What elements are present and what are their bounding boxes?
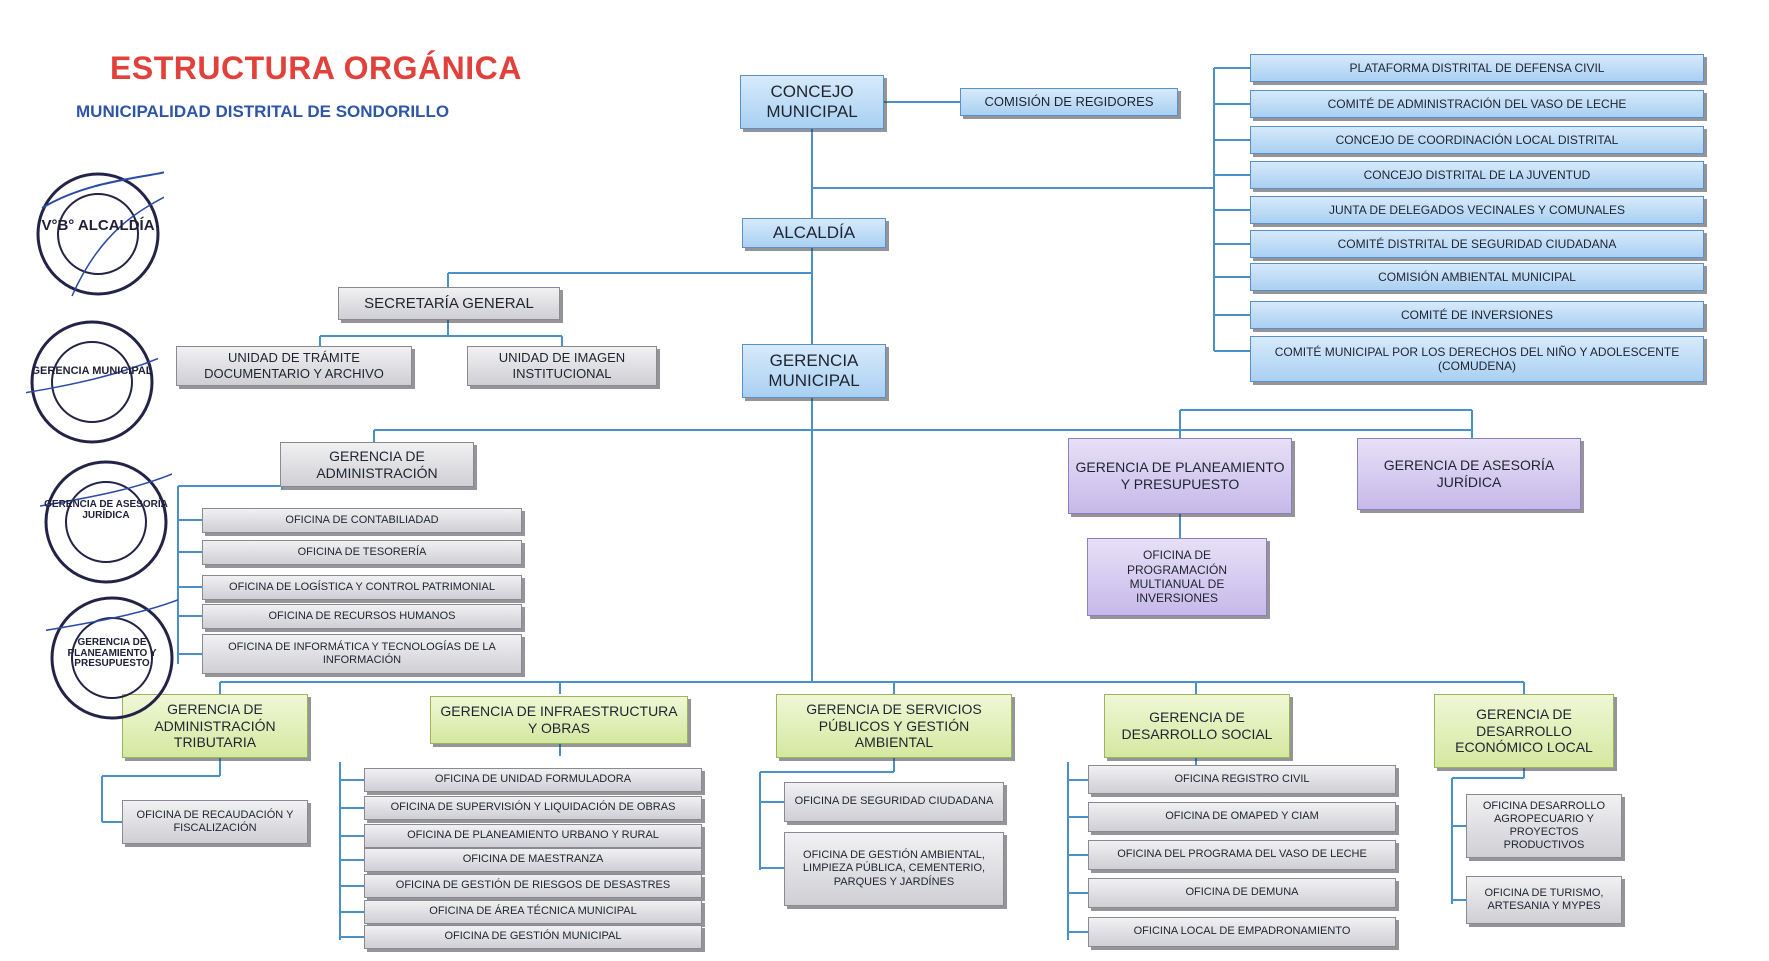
imagen-institucional-box: UNIDAD DE IMAGEN INSTITUCIONAL — [467, 346, 657, 386]
admin-office-box: OFICINA DE LOGÍSTICA Y CONTROL PATRIMONI… — [202, 575, 522, 600]
infra-office-box: OFICINA DE PLANEAMIENTO URBANO Y RURAL — [364, 824, 702, 848]
gerencia-administracion-box: GERENCIA DE ADMINISTRACIÓN — [280, 442, 474, 487]
social-office-box: OFICINA LOCAL DE EMPADRONAMIENTO — [1088, 917, 1396, 947]
stamp-asesoria-label: GERENCIA DE ASESORÍA JURÍDICA — [44, 499, 168, 521]
alcaldia-box: ALCALDÍA — [742, 218, 886, 248]
gerencia-social-box: GERENCIA DE DESARROLLO SOCIAL — [1104, 694, 1290, 758]
admin-office-box: OFICINA DE CONTABILIADAD — [202, 508, 522, 533]
infra-office-box: OFICINA DE SUPERVISIÓN Y LIQUIDACIÓN DE … — [364, 796, 702, 820]
gerencia-municipal-box: GERENCIA MUNICIPAL — [742, 344, 886, 398]
gerencia-planeamiento-box: GERENCIA DE PLANEAMIENTO Y PRESUPUESTO — [1068, 438, 1292, 514]
admin-office-box: OFICINA DE INFORMÁTICA Y TECNOLOGÍAS DE … — [202, 634, 522, 674]
gerencia-infraestructura-box: GERENCIA DE INFRAESTRUCTURA Y OBRAS — [430, 696, 688, 744]
committee-box: CONCEJO DE COORDINACIÓN LOCAL DISTRITAL — [1250, 126, 1704, 154]
stamp-asesoria-icon — [40, 460, 172, 584]
stamp-alcaldia-label: V°B° ALCALDÍA — [41, 217, 155, 234]
stamp-planeamiento-label: GERENCIA DE PLANEAMIENTO Y PRESUPUESTO — [67, 637, 157, 669]
stamp-alcaldia-icon — [36, 171, 164, 297]
admin-office-box: OFICINA DE TESORERÍA — [202, 540, 522, 565]
chart-title: ESTRUCTURA ORGÁNICA — [110, 50, 522, 86]
infra-office-box: OFICINA DE GESTIÓN MUNICIPAL — [364, 925, 702, 949]
committee-box: JUNTA DE DELEGADOS VECINALES Y COMUNALES — [1250, 196, 1704, 224]
economico-office-box: OFICINA DE TURISMO, ARTESANIA Y MYPES — [1466, 876, 1622, 924]
comision-regidores-box: COMISIÓN DE REGIDORES — [960, 88, 1178, 116]
gerencia-economico-box: GERENCIA DE DESARROLLO ECONÓMICO LOCAL — [1434, 694, 1614, 768]
social-office-box: OFICINA DEL PROGRAMA DEL VASO DE LECHE — [1088, 840, 1396, 870]
social-office-box: OFICINA REGISTRO CIVIL — [1088, 765, 1396, 794]
chart-subtitle: MUNICIPALIDAD DISTRITAL DE SONDORILLO — [76, 102, 450, 121]
social-office-box: OFICINA DE DEMUNA — [1088, 878, 1396, 908]
infra-office-box: OFICINA DE ÁREA TÉCNICA MUNICIPAL — [364, 900, 702, 924]
committee-box: COMITÉ DE ADMINISTRACIÓN DEL VASO DE LEC… — [1250, 90, 1704, 118]
gerencia-servicios-box: GERENCIA DE SERVICIOS PÚBLICOS Y GESTIÓN… — [776, 694, 1012, 758]
committee-box: COMITÉ DISTRITAL DE SEGURIDAD CIUDADANA — [1250, 230, 1704, 258]
tramite-documentario-box: UNIDAD DE TRÁMITE DOCUMENTARIO Y ARCHIVO — [176, 346, 412, 386]
infra-office-box: OFICINA DE UNIDAD FORMULADORA — [364, 768, 702, 792]
social-office-box: OFICINA DE OMAPED Y CIAM — [1088, 802, 1396, 832]
committee-box: CONCEJO DISTRITAL DE LA JUVENTUD — [1250, 161, 1704, 189]
stamp-planeamiento-icon — [46, 596, 178, 720]
servicios-office-box: OFICINA DE SEGURIDAD CIUDADANA — [784, 782, 1004, 822]
committee-box: PLATAFORMA DISTRITAL DE DEFENSA CIVIL — [1250, 54, 1704, 82]
stamp-gerencia-municipal-icon — [26, 320, 158, 444]
secretaria-general-box: SECRETARÍA GENERAL — [338, 287, 560, 320]
admin-office-box: OFICINA DE RECURSOS HUMANOS — [202, 604, 522, 629]
programacion-multianual-box: OFICINA DE PROGRAMACIÓN MULTIANUAL DE IN… — [1087, 538, 1267, 616]
servicios-office-box: OFICINA DE GESTIÓN AMBIENTAL, LIMPIEZA P… — [784, 832, 1004, 906]
tributaria-office-box: OFICINA DE RECAUDACIÓN Y FISCALIZACIÓN — [122, 800, 308, 844]
gerencia-tributaria-box: GERENCIA DE ADMINISTRACIÓN TRIBUTARIA — [122, 694, 308, 758]
committee-box: COMITÉ MUNICIPAL POR LOS DERECHOS DEL NI… — [1250, 336, 1704, 382]
stamp-gerencia-municipal-label: GERENCIA MUNICIPAL — [31, 365, 153, 377]
infra-office-box: OFICINA DE MAESTRANZA — [364, 848, 702, 872]
committee-box: COMISIÓN AMBIENTAL MUNICIPAL — [1250, 263, 1704, 291]
infra-office-box: OFICINA DE GESTIÓN DE RIESGOS DE DESASTR… — [364, 874, 702, 898]
gerencia-asesoria-box: GERENCIA DE ASESORÍA JURÍDICA — [1357, 438, 1581, 510]
committee-box: COMITÉ DE INVERSIONES — [1250, 301, 1704, 329]
economico-office-box: OFICINA DESARROLLO AGROPECUARIO Y PROYEC… — [1466, 794, 1622, 858]
concejo-municipal-box: CONCEJO MUNICIPAL — [740, 75, 884, 129]
